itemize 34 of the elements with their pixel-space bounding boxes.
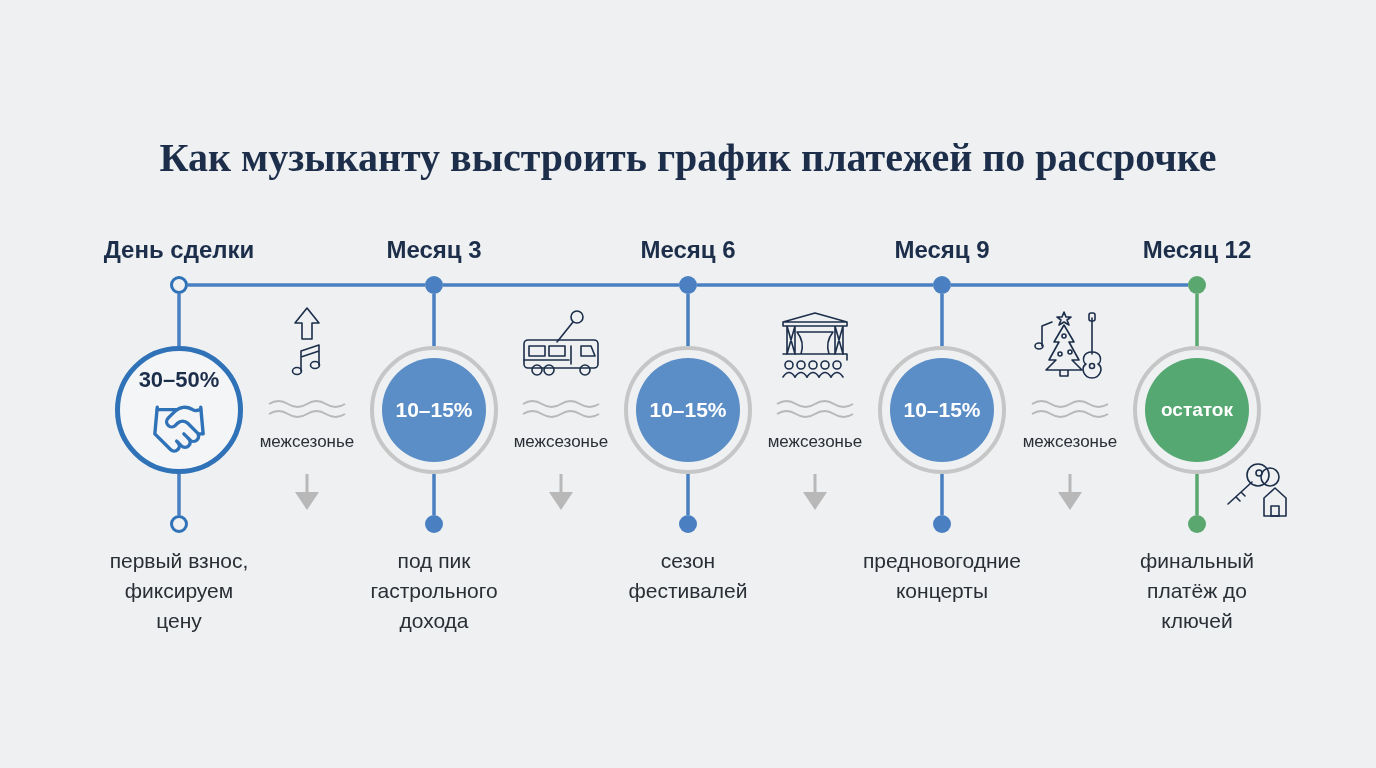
percentage-label: 10–15% (649, 397, 727, 424)
timeline-line (951, 283, 1188, 287)
milestone-heading: День сделки (102, 235, 256, 265)
timeline-line (686, 294, 690, 346)
timeline-line (443, 283, 679, 287)
timeline-line (940, 474, 944, 515)
milestone-heading: Месяц 6 (639, 235, 737, 265)
milestone-heading: Месяц 3 (385, 235, 483, 265)
timeline-line (686, 474, 690, 515)
milestone-description: сезон фестивалей (627, 548, 749, 604)
milestone-description: первый взнос, фиксируем цену (108, 548, 250, 634)
percentage-label: остаток (1161, 397, 1233, 422)
milestone-heading: Месяц 9 (893, 235, 991, 265)
timeline-line (697, 283, 933, 287)
title: Как музыканту выстроить график платежей по рассрочке (158, 134, 1218, 182)
timeline-line (188, 283, 425, 287)
percentage-label: 10–15% (903, 397, 981, 424)
timeline-line (432, 294, 436, 346)
season-label: межсезонье (1021, 431, 1119, 453)
percentage-label: 10–15% (395, 397, 473, 424)
timeline-line (432, 474, 436, 515)
percentage-label: 30–50% (138, 365, 220, 394)
season-label: межсезонье (512, 431, 610, 453)
timeline-line (177, 294, 181, 346)
timeline-line (177, 474, 181, 515)
timeline-line (1195, 474, 1199, 515)
milestone-description: под пик гастрольного дохода (369, 548, 499, 634)
timeline-line (940, 294, 944, 346)
season-label: межсезонье (766, 431, 864, 453)
milestone-description: финальный платёж до ключей (1139, 548, 1255, 634)
season-label: межсезонье (258, 431, 356, 453)
milestone-description: предновогодние концерты (861, 548, 1023, 604)
milestone-heading: Месяц 12 (1141, 235, 1253, 265)
timeline-line (1195, 294, 1199, 346)
